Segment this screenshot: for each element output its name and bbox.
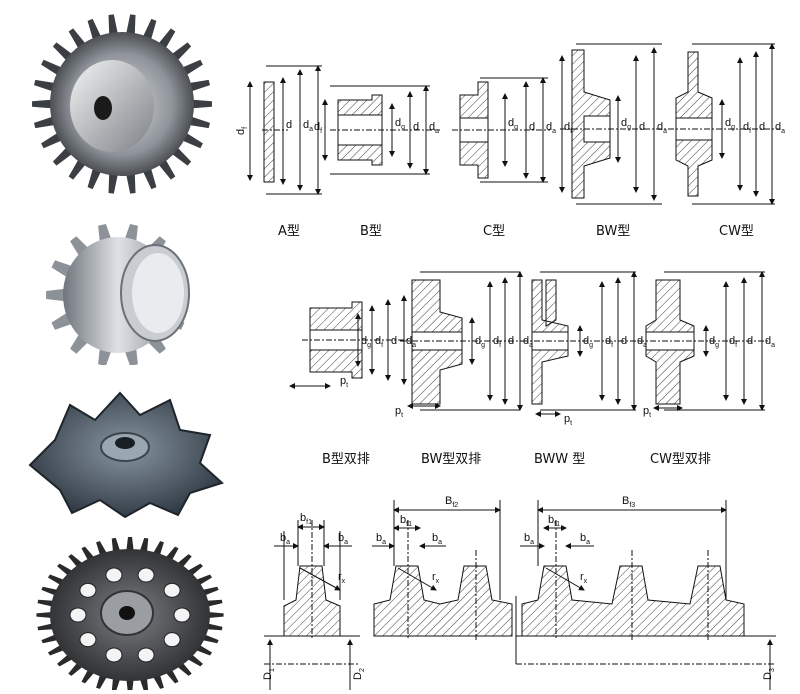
svg-text:d: d [747,335,753,347]
svg-text:ba: ba [432,532,442,546]
svg-text:dg: dg [475,335,485,349]
sprocket-photo-d-holes [0,535,240,690]
caption-type-bww: BWW 型 [534,452,586,467]
caption-type-cw-double: CW型双排 [650,452,711,467]
svg-text:D3: D3 [762,668,776,680]
svg-text:df: df [235,127,249,135]
diagram-type-bw-double [400,271,525,411]
sprocket-photo-a-hub [0,6,240,196]
svg-text:dg: dg [583,335,593,349]
svg-text:df: df [375,335,383,349]
svg-text:d: d [529,121,535,133]
svg-text:bf1: bf1 [548,514,560,528]
tooth-profile-triple [516,500,776,690]
diagram-type-c [452,77,550,183]
svg-text:d: d [286,119,292,131]
svg-text:pt: pt [395,405,403,419]
svg-text:da: da [406,335,416,349]
svg-text:D1: D1 [262,668,276,680]
diagram-type-cw [668,43,780,205]
sprocket-photo-c-conveyor [0,385,240,520]
svg-text:Bf2: Bf2 [445,495,458,509]
caption-type-b-double: B型双排 [322,452,370,467]
caption-type-bw-double: BW型双排 [421,452,482,467]
tooth-profile-single [264,520,360,690]
svg-text:df: df [564,121,572,135]
svg-text:ba: ba [338,532,348,546]
svg-text:d: d [391,335,397,347]
svg-text:rx: rx [338,571,346,585]
tooth-profile-double [372,500,517,664]
svg-text:dg: dg [621,117,631,131]
svg-text:Bf3: Bf3 [622,495,635,509]
caption-type-b: B型 [360,224,382,239]
svg-text:df: df [743,121,751,135]
svg-text:ba: ba [280,532,290,546]
svg-text:dg: dg [395,117,405,131]
svg-text:rx: rx [432,571,440,585]
svg-text:da: da [775,121,785,135]
svg-text:ba: ba [524,532,534,546]
svg-text:da: da [429,121,439,135]
caption-type-cw: CW型 [719,224,754,239]
svg-text:da: da [523,335,533,349]
svg-text:D2: D2 [352,668,366,680]
dimension-labels: df d da df dg d da dg d da df dg d da dg… [235,117,785,680]
svg-text:df: df [493,335,501,349]
svg-text:df: df [605,335,613,349]
svg-text:dg: dg [709,335,719,349]
svg-text:d: d [639,121,645,133]
caption-type-bw: BW型 [596,224,631,239]
svg-text:d: d [621,335,627,347]
diagram-type-bw [559,43,670,205]
svg-text:da: da [765,335,775,349]
svg-text:rx: rx [580,571,588,585]
svg-text:dg: dg [725,117,735,131]
svg-text:dg: dg [361,335,371,349]
diagram-type-bww [522,271,640,417]
svg-text:pt: pt [340,375,348,389]
svg-text:ba: ba [580,532,590,546]
diagram-type-b-double [289,295,410,389]
caption-type-a: A型 [278,224,300,239]
svg-text:d: d [759,121,765,133]
diagram-type-cw-double [638,271,770,411]
svg-text:pt: pt [643,405,651,419]
svg-text:da: da [637,335,647,349]
svg-text:pt: pt [564,413,572,427]
svg-text:bf1: bf1 [400,514,412,528]
svg-text:bf1: bf1 [300,512,312,526]
caption-type-c: C型 [483,224,506,239]
svg-text:d: d [413,121,419,133]
svg-text:da: da [546,121,556,135]
svg-text:df: df [314,121,322,135]
sprocket-photo-b-bore [0,215,240,365]
svg-text:dg: dg [508,117,518,131]
svg-text:da: da [303,119,313,133]
diagram-type-a [247,65,322,195]
svg-text:d: d [508,335,514,347]
svg-text:ba: ba [376,532,386,546]
diagram-type-b [322,85,440,175]
svg-text:da: da [657,121,667,135]
svg-text:df: df [729,335,737,349]
